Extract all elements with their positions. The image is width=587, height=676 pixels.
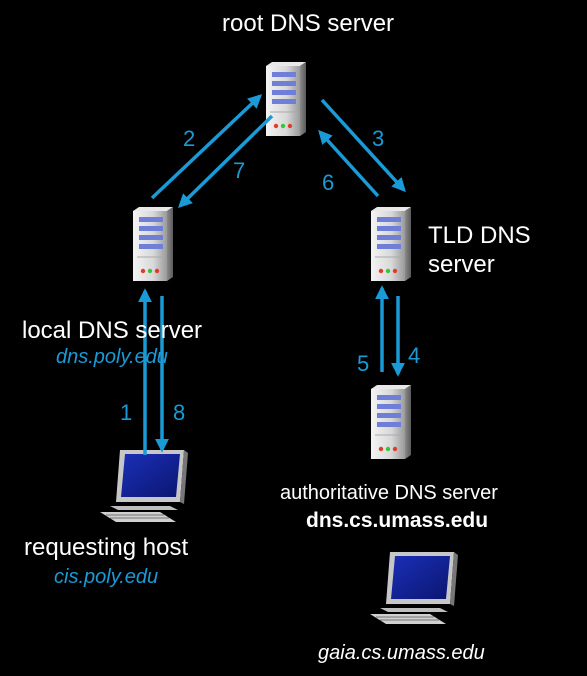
step-1-label: 1: [120, 400, 133, 425]
local-server-icon: [132, 206, 174, 282]
local-server-hostname: dns.poly.edu: [56, 346, 168, 368]
root-server-icon: [265, 61, 307, 137]
local-server-label: local DNS server: [22, 317, 203, 344]
step-5-label: 5: [357, 351, 370, 376]
step-3-label: 3: [372, 126, 385, 151]
requesting-host-computer-icon: [99, 449, 189, 523]
step-2-label: 2: [183, 126, 196, 151]
authoritative-server-icon: [370, 384, 412, 460]
step-6-label: 6: [322, 170, 335, 195]
gaia-computer-icon: [369, 551, 459, 625]
tld-server-icon: [370, 206, 412, 282]
authoritative-server-hostname: dns.cs.umass.edu: [306, 509, 489, 532]
arrow-step-6: [318, 129, 380, 198]
gaia-hostname: gaia.cs.umass.edu: [318, 642, 485, 664]
step-4-label: 4: [408, 343, 421, 368]
step-7-label: 7: [233, 158, 246, 183]
authoritative-server-label: authoritative DNS server: [280, 482, 498, 504]
tld-server-label-line1: TLD DNS: [428, 222, 531, 249]
tld-server-label-line2: server: [428, 251, 495, 278]
step-8-label: 8: [173, 400, 186, 425]
arrow-step-3: [320, 98, 406, 193]
arrow-step-7: [177, 114, 274, 208]
requesting-host-label: requesting host: [24, 534, 189, 561]
arrow-step-2: [150, 94, 263, 200]
root-server-label: root DNS server: [222, 10, 395, 37]
requesting-host-hostname: cis.poly.edu: [54, 566, 159, 588]
